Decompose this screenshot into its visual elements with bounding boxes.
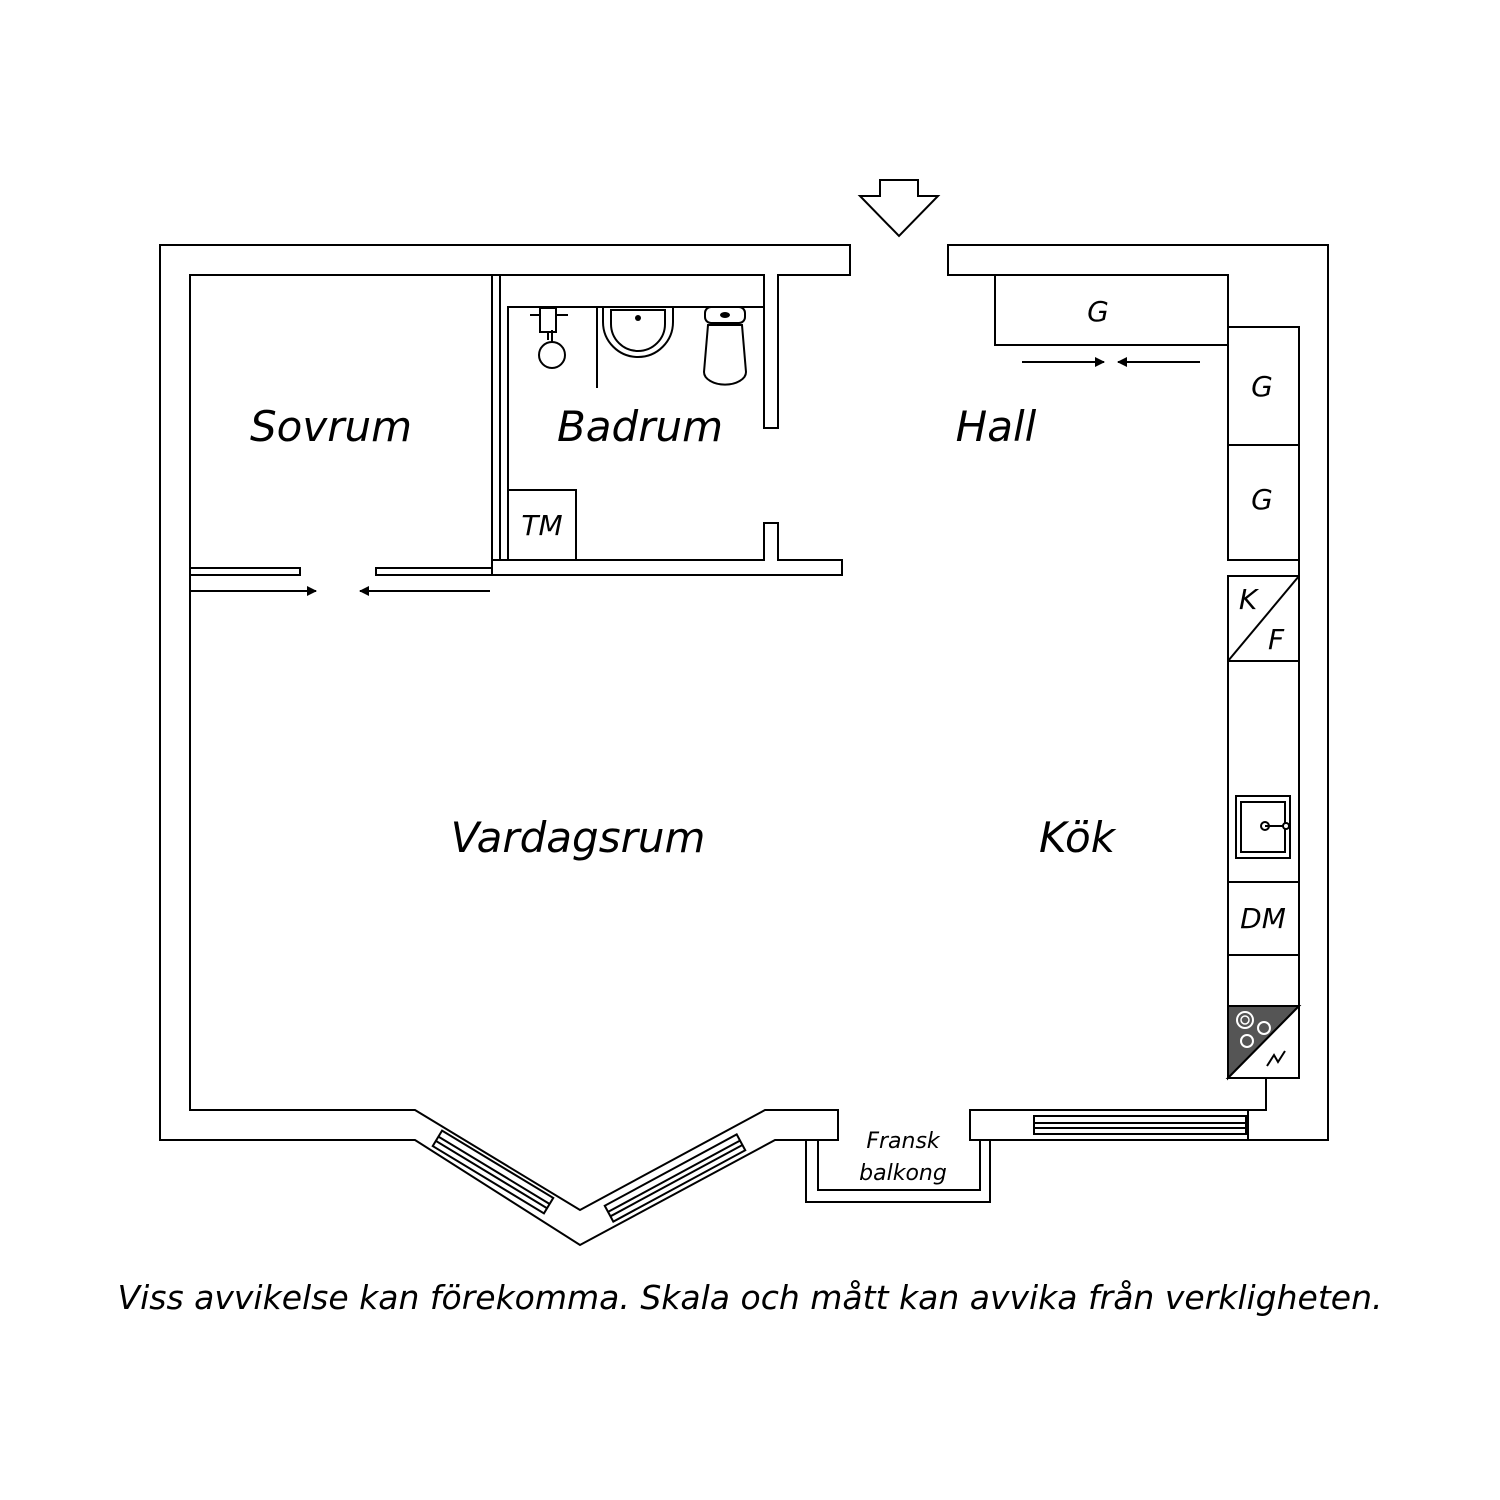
- stove-icon: [1225, 1003, 1302, 1081]
- wardrobe-right-2-label: G: [1251, 483, 1273, 516]
- dishwasher-label: DM: [1240, 902, 1286, 935]
- toilet-icon: [702, 306, 748, 386]
- balcony-label-1: Fransk: [866, 1129, 941, 1154]
- wardrobe-right-2: [1227, 444, 1300, 561]
- room-label-vardagsrum: Vardagsrum: [451, 813, 706, 862]
- outer-wall-left: [159, 244, 851, 1247]
- wardrobe-right-1: [1227, 326, 1300, 446]
- bedroom-wall: [491, 274, 501, 576]
- freezer-label: F: [1268, 623, 1285, 656]
- bay-window-left: [431, 1129, 555, 1215]
- shower-icon: [530, 307, 568, 369]
- room-label-badrum: Badrum: [557, 402, 723, 451]
- wardrobe-right-1-label: G: [1251, 370, 1273, 403]
- entrance-arrow-icon: [857, 179, 941, 238]
- washing-machine: [507, 489, 577, 561]
- kitchen-window: [1033, 1115, 1247, 1135]
- kitchen-sink-icon: [1235, 795, 1291, 859]
- bay-window-right: [603, 1133, 747, 1223]
- disclaimer-text: Viss avvikelse kan förekomma. Skala och …: [117, 1278, 1383, 1317]
- room-label-kok: Kök: [1039, 813, 1117, 862]
- balcony-label-2: balkong: [859, 1161, 947, 1186]
- hall-wardrobe: [994, 274, 1229, 346]
- bedroom-sliding-door: [189, 567, 493, 596]
- bathroom-lower-wall: [491, 522, 843, 576]
- room-label-sovrum: Sovrum: [250, 402, 412, 451]
- washing-machine-label: TM: [521, 509, 562, 542]
- french-balcony: [805, 1140, 991, 1203]
- fridge-label: K: [1239, 583, 1260, 616]
- room-label-hall: Hall: [956, 402, 1037, 451]
- hall-wardrobe-label: G: [1087, 295, 1109, 328]
- bathroom-outline: [507, 306, 764, 560]
- sink-icon: [602, 306, 674, 358]
